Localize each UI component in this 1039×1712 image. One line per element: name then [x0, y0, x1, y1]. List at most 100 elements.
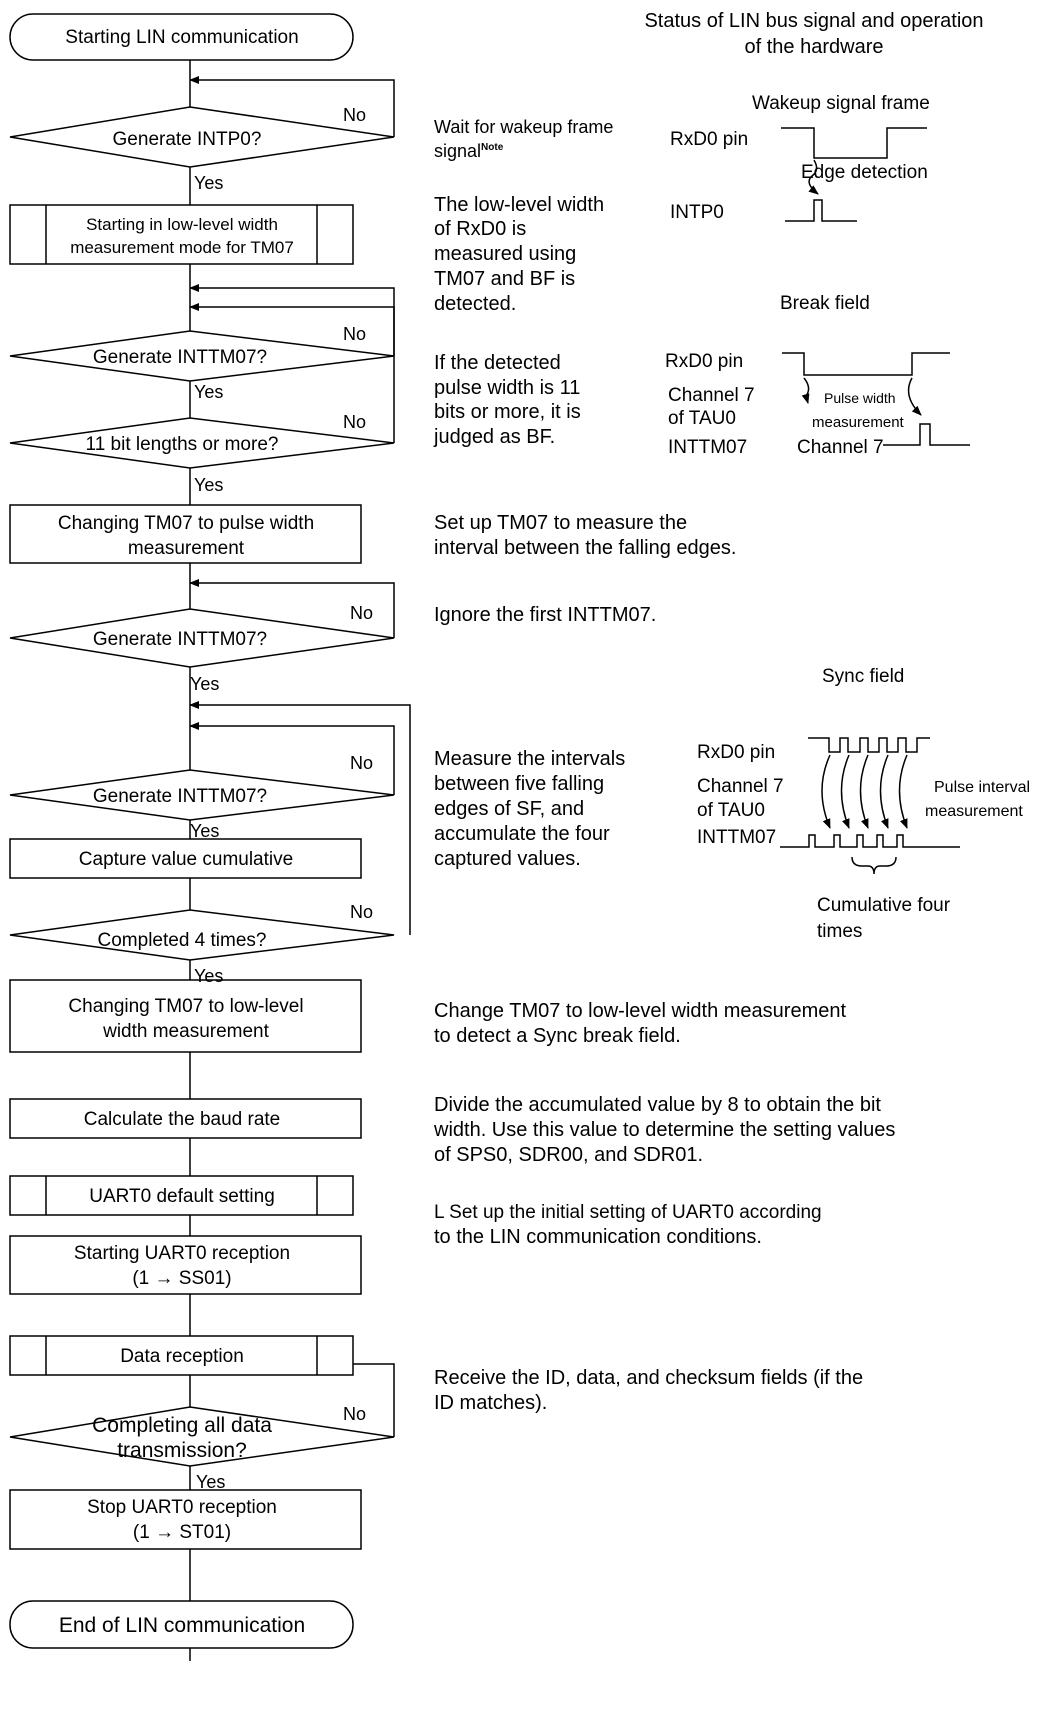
intp0-label: INTP0	[670, 202, 724, 223]
calc-baud-text: Calculate the baud rate	[84, 1109, 280, 1130]
decision-inttm07-3-text: Generate INTTM07?	[93, 786, 267, 807]
note-lowlevel-line3: measured using	[434, 243, 576, 265]
process-start-uart	[9, 1235, 362, 1295]
note-setup-line2: interval between the falling edges.	[434, 537, 736, 559]
inttm07-sync-wave	[780, 834, 960, 848]
header-line2: of the hardware	[745, 36, 884, 58]
note-bf-line1: If the detected	[434, 352, 561, 374]
sync-arrow-2	[840, 754, 850, 829]
start-lowlevel-line1: Starting in low-level width	[86, 215, 278, 234]
decision-11bits	[9, 417, 395, 469]
wakeup-title: Wakeup signal frame	[752, 93, 930, 114]
decision-11bits-text: 11 bit lengths or more?	[86, 434, 279, 455]
pulse-interval-line1: Pulse interval	[934, 779, 1030, 796]
cumulative-brace	[851, 856, 897, 875]
note-uart-line1: L Set up the initial setting of UART0 ac…	[434, 1202, 822, 1223]
stop-uart-line1: Stop UART0 reception	[87, 1497, 277, 1518]
break-title: Break field	[780, 293, 870, 314]
cumulative-line1: Cumulative four	[817, 895, 951, 916]
yes-label: Yes	[194, 382, 223, 402]
decision-completed4	[9, 909, 395, 961]
rxd0-wakeup-wave	[781, 127, 927, 159]
yes-label: Yes	[194, 173, 223, 193]
edge-detection-label: Edge detection	[801, 162, 928, 183]
change-pulse-line1: Changing TM07 to pulse width	[58, 513, 314, 534]
note-lowlevel-line2: of RxD0 is	[434, 218, 526, 240]
note-divide-line2: width. Use this value to determine the s…	[433, 1119, 895, 1141]
data-reception-text: Data reception	[120, 1346, 244, 1367]
change-lowlevel-line2: width measurement	[102, 1021, 270, 1042]
note-wait-line2: signalNote	[434, 141, 504, 161]
note-divide-line1: Divide the accumulated value by 8 to obt…	[434, 1094, 881, 1116]
header: Status of LIN bus signal and operation o…	[644, 10, 983, 58]
note-change-line2: to detect a Sync break field.	[434, 1025, 681, 1047]
change-pulse-line2: measurement	[128, 538, 245, 559]
note-sf-line5: captured values.	[434, 848, 581, 870]
note-bf-line4: judged as BF.	[433, 426, 555, 448]
note-receive-line1: Receive the ID, data, and checksum field…	[434, 1367, 863, 1389]
break-channel7-label: Channel 7	[668, 385, 755, 406]
decision-intp0	[9, 106, 395, 168]
process-calc-baud	[9, 1098, 362, 1139]
note-sf-line2: between five falling	[434, 773, 604, 795]
sync-rxd0-label: RxD0 pin	[697, 742, 775, 763]
end-text: End of LIN communication	[59, 1614, 305, 1637]
decision-inttm07-1	[9, 330, 395, 382]
process-change-pulse	[9, 504, 362, 564]
no-label: No	[343, 1404, 366, 1424]
note-lowlevel-line1: The low-level width	[434, 194, 604, 216]
process-stop-uart	[9, 1489, 362, 1550]
rxd0-break-wave	[782, 352, 950, 376]
note-receive-line2: ID matches).	[434, 1392, 547, 1414]
note-ignore: Ignore the first INTTM07.	[434, 604, 656, 626]
header-line1: Status of LIN bus signal and operation	[644, 10, 983, 32]
process-capture	[9, 838, 362, 879]
wakeup-rxd0-label: RxD0 pin	[670, 129, 748, 150]
sync-arrow-1	[821, 754, 831, 829]
sync-tau0-label: of TAU0	[697, 800, 765, 821]
end-terminal	[9, 1600, 354, 1649]
completing-line2: transmission?	[117, 1439, 247, 1462]
sync-channel7-label: Channel 7	[697, 776, 784, 797]
decision-intp0-text: Generate INTP0?	[113, 129, 262, 150]
branch-labels: Yes Yes Yes Yes Yes Yes Yes No No No No …	[190, 105, 373, 1492]
yes-label: Yes	[194, 966, 223, 986]
break-arrow-left	[801, 377, 810, 404]
decision-inttm07-3	[9, 769, 395, 821]
break-tau0-label: of TAU0	[668, 408, 736, 429]
start-text: Starting LIN communication	[65, 27, 298, 48]
note-sf-line4: accumulate the four	[434, 823, 610, 845]
flow-text: Starting LIN communication Generate INTP…	[58, 27, 314, 1637]
break-channel7-b-label: Channel 7	[797, 437, 884, 458]
process-data-reception	[9, 1335, 354, 1376]
notes-column: Wait for wakeup frame signalNote The low…	[433, 117, 895, 1414]
capture-text: Capture value cumulative	[79, 849, 293, 870]
wakeup-waveform: Wakeup signal frame RxD0 pin Edge detect…	[670, 93, 930, 223]
no-label: No	[350, 603, 373, 623]
break-arrow-right	[907, 377, 922, 416]
yes-label: Yes	[194, 475, 223, 495]
note-setup-line1: Set up TM07 to measure the	[434, 512, 687, 534]
process-change-lowlevel	[9, 979, 362, 1053]
note-change-line1: Change TM07 to low-level width measureme…	[434, 1000, 846, 1022]
uart-default-text: UART0 default setting	[89, 1186, 275, 1207]
start-uart-line1: Starting UART0 reception	[74, 1243, 290, 1264]
sync-arrow-4	[879, 754, 889, 829]
sync-arrow-5	[898, 754, 908, 829]
note-bf-line2: pulse width is 11	[434, 377, 580, 399]
start-lowlevel-line2: measurement mode for TM07	[70, 238, 294, 257]
decision-inttm07-2	[9, 608, 395, 668]
note-lowlevel-line4: TM07 and BF is	[434, 268, 575, 290]
process-uart-default	[9, 1175, 354, 1216]
yes-label: Yes	[190, 674, 219, 694]
pulse-width-line1: Pulse width	[824, 390, 896, 406]
intp0-pulse-wave	[785, 199, 857, 222]
flow-connectors	[189, 60, 411, 1661]
pulse-interval-line2: measurement	[925, 803, 1023, 820]
no-label: No	[350, 753, 373, 773]
cumulative-line2: times	[817, 921, 862, 942]
sync-waveform: Sync field RxD0 pin Channel 7 of TAU0 IN…	[697, 666, 1030, 942]
edge-detection-arrow	[808, 159, 819, 195]
